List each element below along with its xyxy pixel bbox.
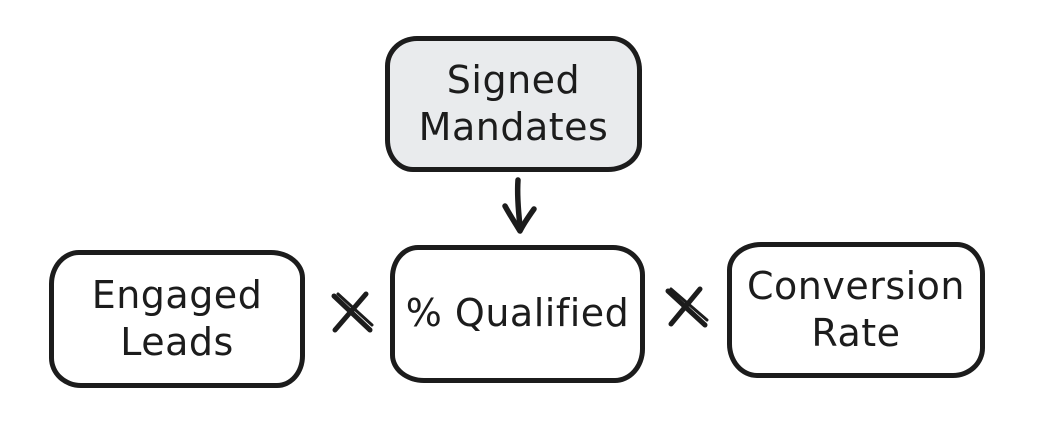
node-label-line: Leads <box>120 320 234 364</box>
node-label-line: % Qualified <box>405 291 630 336</box>
node-label-line: Rate <box>811 311 901 355</box>
node-conversion-rate: Conversion Rate <box>727 242 985 378</box>
node-label-line: Mandates <box>418 105 609 149</box>
node-engaged-leads: Engaged Leads <box>49 250 305 388</box>
multiply-icon <box>665 286 709 328</box>
multiply-operator <box>662 283 710 331</box>
node-percent-qualified: % Qualified <box>390 245 645 383</box>
multiply-operator <box>326 286 378 338</box>
node-label-line: Signed <box>446 57 581 102</box>
node-label-line: Conversion <box>746 263 966 308</box>
down-arrow-icon <box>502 177 537 234</box>
multiply-icon <box>331 291 374 333</box>
node-label-line: Engaged <box>91 272 263 317</box>
node-signed-mandates: Signed Mandates <box>385 36 642 172</box>
